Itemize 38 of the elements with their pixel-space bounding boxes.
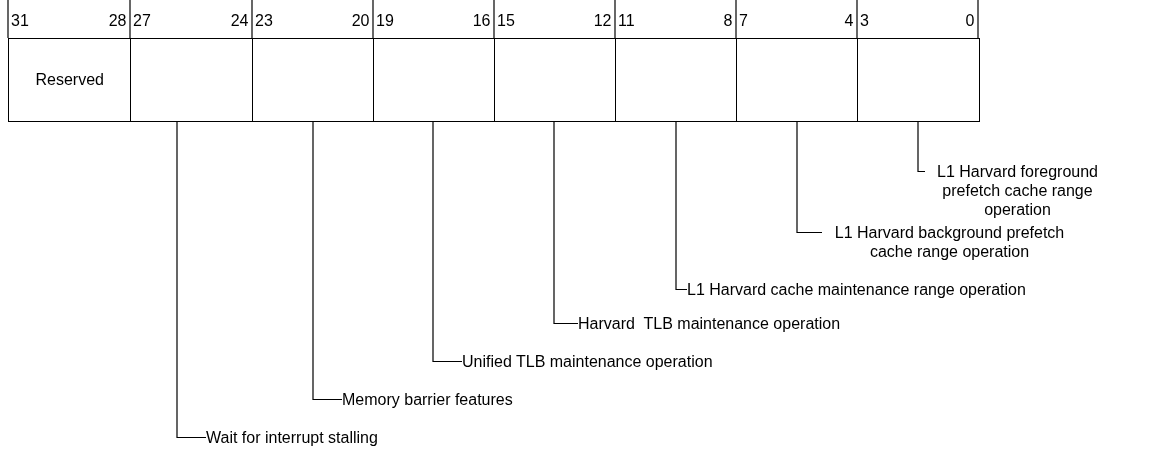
bit-number: 3: [860, 12, 869, 30]
leader-line: [917, 121, 926, 173]
bit-number: 19: [376, 12, 394, 30]
bit-number: 28: [108, 12, 127, 30]
bit-number: 16: [472, 12, 491, 30]
field-description: Wait for interrupt stalling: [206, 428, 378, 447]
leader-line: [312, 121, 343, 401]
bit-field: [252, 38, 375, 122]
bit-number: 4: [844, 12, 854, 30]
bit-number: 20: [351, 12, 370, 30]
field-description: L1 Harvard foreground prefetch cache range operation: [925, 162, 1110, 219]
bit-number: 8: [723, 12, 733, 30]
bit-number: 0: [965, 12, 975, 30]
bit-number: 11: [618, 12, 635, 30]
bit-number: 7: [739, 12, 748, 30]
bit-number: 23: [255, 12, 273, 30]
bit-field: [857, 38, 980, 122]
leader-line: [176, 121, 207, 439]
leader-line: [796, 121, 823, 234]
field-description: L1 Harvard background prefetch cache range operation: [822, 223, 1077, 261]
bit-number: 31: [11, 12, 29, 30]
field-description: L1 Harvard cache maintenance range operation: [687, 280, 1026, 299]
leader-line: [675, 121, 688, 291]
field-description: Harvard TLB maintenance operation: [578, 314, 841, 333]
bit-number: 15: [497, 12, 515, 30]
bit-field: [373, 38, 496, 122]
bit-field: [615, 38, 738, 122]
field-description: Unified TLB maintenance operation: [462, 352, 713, 371]
bit-number: 12: [593, 12, 612, 30]
bit-number: 27: [133, 12, 151, 30]
leader-line: [432, 121, 463, 363]
field-description: Memory barrier features: [342, 390, 513, 409]
bit-field: Reserved: [8, 38, 132, 122]
bit-field: [130, 38, 254, 122]
bit-field: [736, 38, 859, 122]
bit-number: 24: [230, 12, 249, 30]
bit-field: [494, 38, 617, 122]
leader-line: [553, 121, 579, 325]
